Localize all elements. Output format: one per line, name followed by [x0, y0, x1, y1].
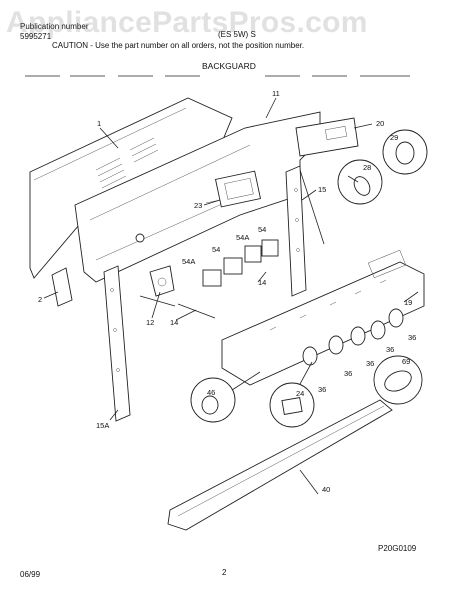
knob-detail-46: [190, 371, 261, 423]
clock-timer-part: [295, 117, 359, 157]
page-number: 2: [222, 568, 227, 577]
callout-28: 28: [363, 163, 371, 172]
switch-parts: [202, 239, 279, 287]
callout-11: 11: [272, 89, 280, 98]
callout-2: 2: [38, 295, 42, 304]
publication-label: Publication number: [20, 22, 89, 31]
callout-19: 19: [404, 298, 412, 307]
callout-20: 20: [376, 119, 384, 128]
knob-shaft-detail: [337, 159, 383, 205]
callout-54a-b: 54A: [182, 257, 195, 266]
callout-29: 29: [390, 133, 398, 142]
control-knobs: [302, 308, 404, 366]
callout-54a-a: 54A: [236, 233, 249, 242]
callout-12: 12: [146, 318, 154, 327]
switch-detail-24: [269, 361, 315, 428]
control-panel-part: [221, 249, 425, 386]
callout-36-a: 36: [408, 333, 416, 342]
leader-lines: [43, 97, 419, 495]
callout-36-d: 36: [344, 369, 352, 378]
callout-15: 15: [318, 185, 326, 194]
watermark-logo: AppliancePartsPros.com: [6, 6, 368, 39]
clock-knob-detail: [382, 129, 428, 175]
infinite-switch-parts: [139, 265, 216, 319]
callout-14-b: 14: [170, 318, 178, 327]
callout-36-b: 36: [386, 345, 394, 354]
callout-46: 46: [207, 388, 215, 397]
left-bracket-part: [103, 265, 131, 422]
right-bracket-part: [285, 165, 307, 297]
publication-number: 5995271: [20, 32, 52, 41]
callout-15a: 15A: [96, 421, 109, 430]
knob-detail-69: [373, 355, 423, 405]
backguard-frame-part: [74, 111, 321, 283]
callout-labels: 1 11 20 29 28 23 15 54 54A 54 54A 14 2 1…: [38, 89, 416, 494]
side-trim-part: [51, 267, 73, 307]
callout-24: 24: [296, 389, 304, 398]
callout-36-e: 36: [318, 385, 326, 394]
caution-note: CAUTION - Use the part number on all ord…: [52, 41, 305, 50]
callout-1: 1: [97, 119, 101, 128]
rear-panel-part: [29, 97, 233, 279]
trim-strip-part: [167, 399, 393, 531]
callout-54-b: 54: [212, 245, 220, 254]
callout-54-a: 54: [258, 225, 266, 234]
footer-date: 06/99: [20, 570, 41, 579]
section-title: BACKGUARD: [202, 61, 256, 71]
callout-23: 23: [194, 201, 202, 210]
figure-code: P20G0109: [378, 544, 417, 553]
callout-40: 40: [322, 485, 330, 494]
callout-14-a: 14: [258, 278, 266, 287]
callout-36-c: 36: [366, 359, 374, 368]
model-title: (ES 5W) S: [218, 30, 256, 39]
callout-69: 69: [402, 357, 410, 366]
